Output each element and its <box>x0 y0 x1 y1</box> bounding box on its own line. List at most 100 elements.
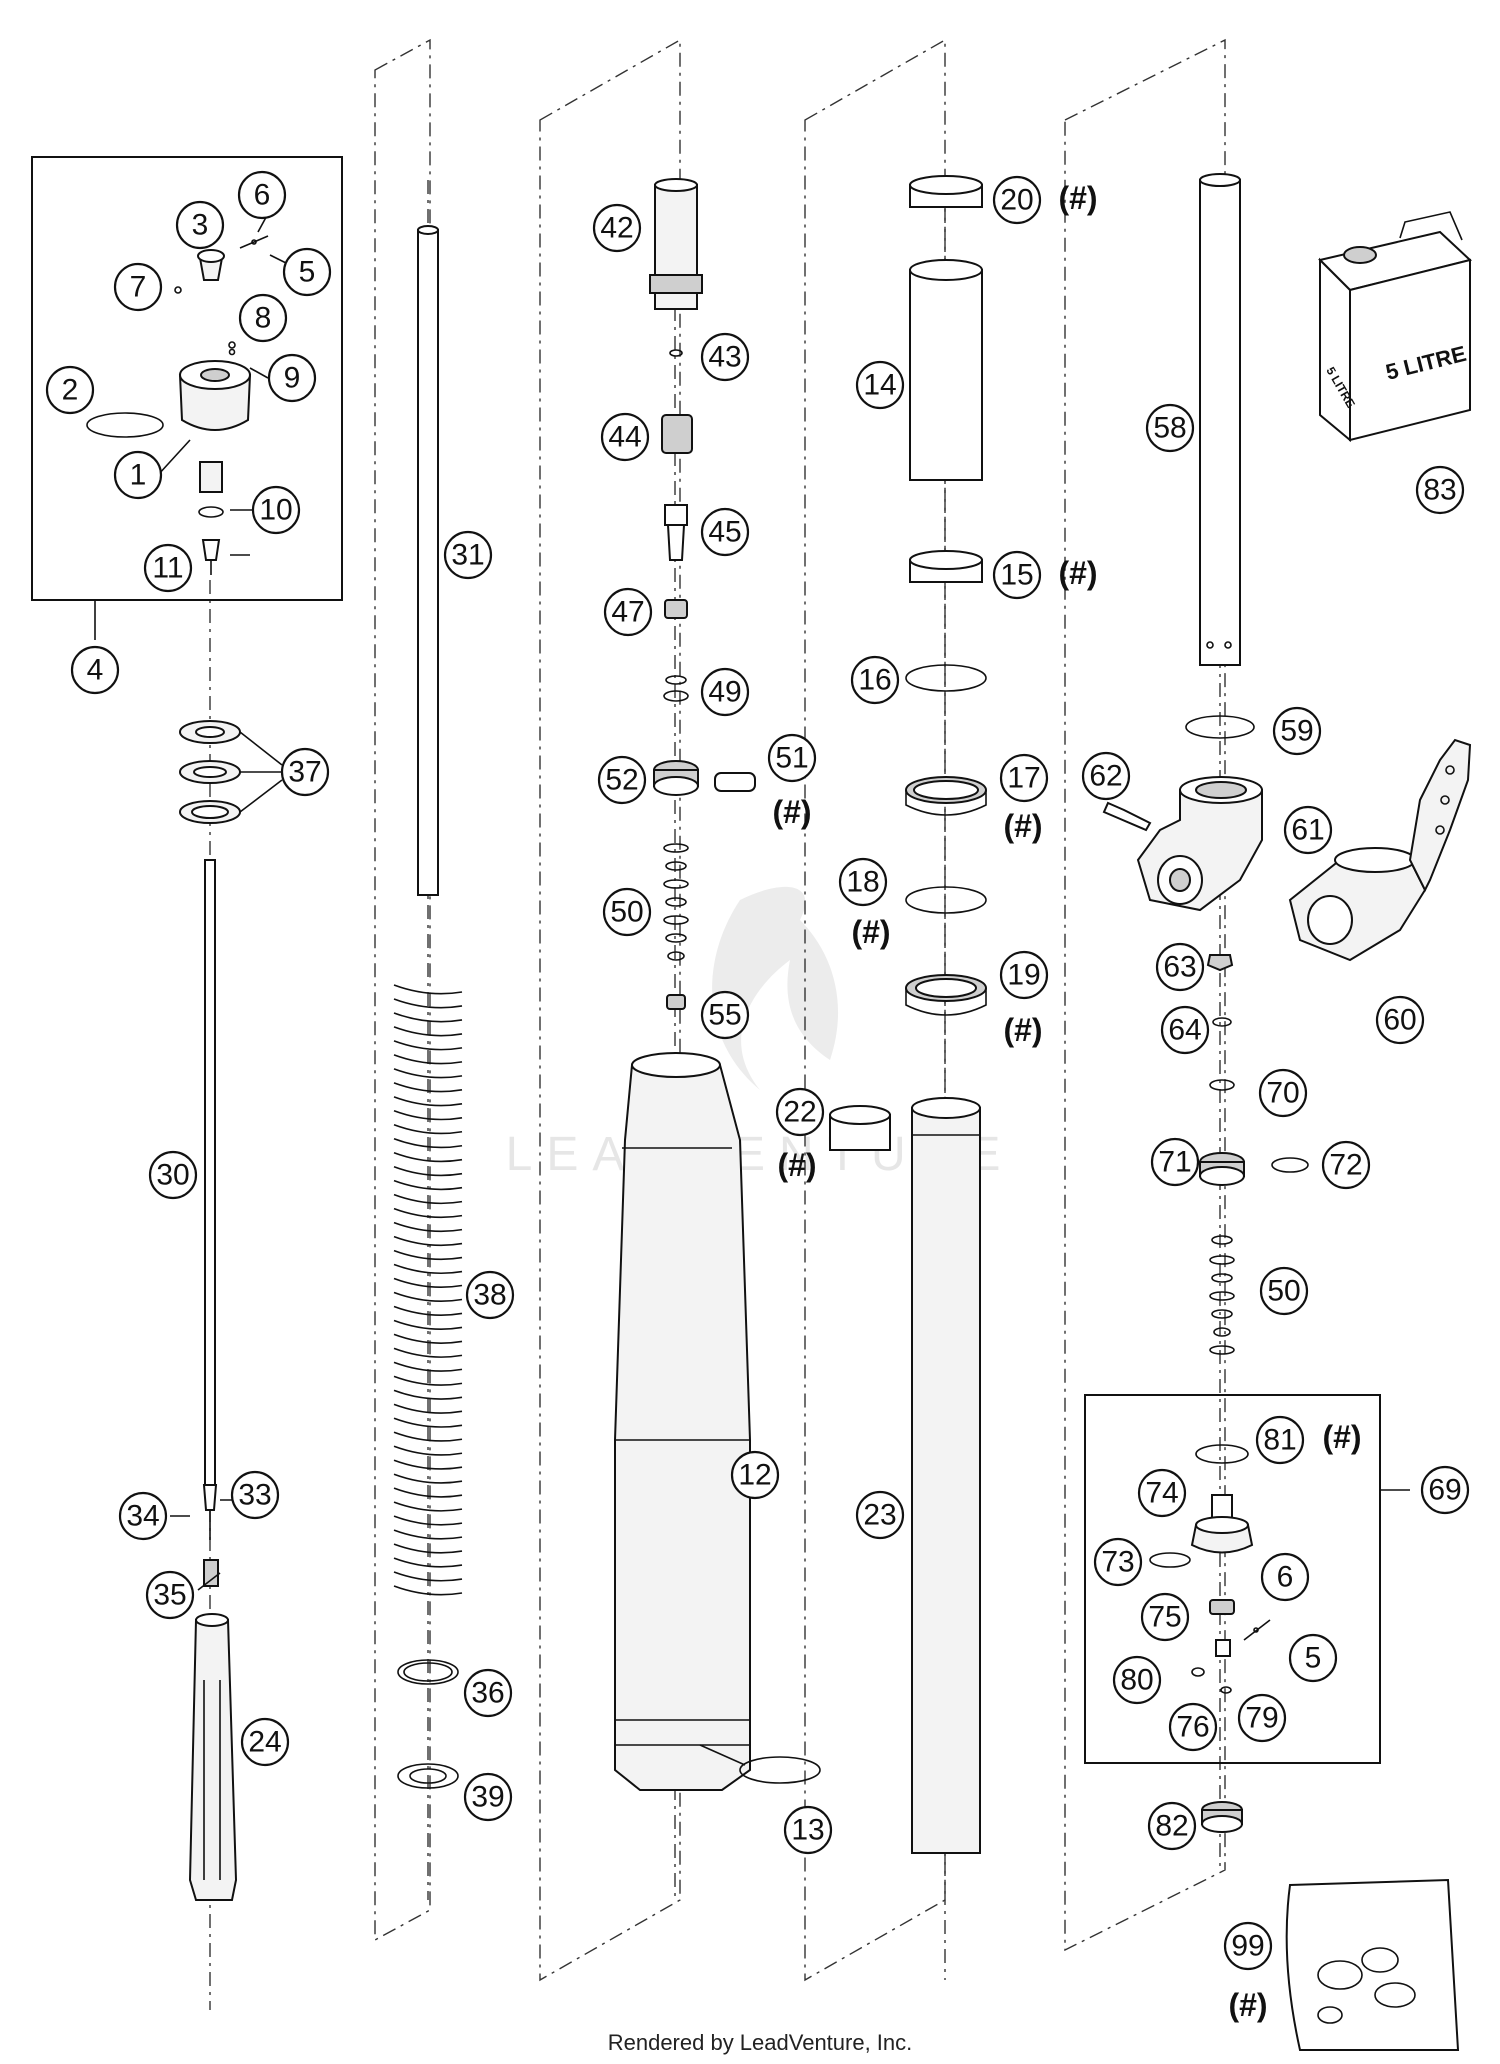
callout-label: 38 <box>473 1279 506 1312</box>
callout-label: 6 <box>254 179 271 212</box>
callout-circle <box>143 543 193 593</box>
callout-label: 8 <box>255 302 272 335</box>
shim-washer <box>1211 1235 1233 1245</box>
callout-label: 70 <box>1266 1077 1299 1110</box>
callout-label: 50 <box>1267 1275 1300 1308</box>
callout-circle <box>992 550 1042 600</box>
callout-circle <box>700 332 750 382</box>
callout-circle <box>855 1490 905 1540</box>
callout-18: 18 <box>838 857 888 907</box>
callout-label: 45 <box>708 516 741 549</box>
callout-label: 1 <box>130 459 147 492</box>
callout-59: 59 <box>1272 706 1322 756</box>
callout-50a: 50 <box>602 887 652 937</box>
callout-circle <box>999 753 1049 803</box>
callout-label: 19 <box>1007 959 1040 992</box>
callout-31: 31 <box>443 530 493 580</box>
callout-label: 13 <box>791 1814 824 1847</box>
callout-14: 14 <box>855 360 905 410</box>
hash-marker-17: (#) <box>1003 808 1042 844</box>
callout-1: 1 <box>113 450 163 500</box>
callout-label: 24 <box>248 1726 281 1759</box>
callout-label: 62 <box>1089 760 1122 793</box>
callout-label: 61 <box>1291 814 1324 847</box>
callout-37: 37 <box>280 747 330 797</box>
callout-circle <box>1255 1415 1305 1465</box>
callout-label: 55 <box>708 999 741 1032</box>
callout-label: 31 <box>451 539 484 572</box>
shim-washer <box>665 933 687 943</box>
callout-39: 39 <box>463 1772 513 1822</box>
callout-45: 45 <box>700 507 750 557</box>
callout-label: 83 <box>1423 474 1456 507</box>
callout-6: 6 <box>237 170 287 220</box>
callout-label: 81 <box>1263 1424 1296 1457</box>
callout-5b: 5 <box>1288 1633 1338 1683</box>
callout-72: 72 <box>1321 1140 1371 1190</box>
callout-label: 37 <box>288 756 321 789</box>
callout-51: 51 <box>767 733 817 783</box>
callout-74: 74 <box>1137 1468 1187 1518</box>
callout-circle <box>602 887 652 937</box>
callout-33: 33 <box>230 1470 280 1520</box>
callout-circle <box>1321 1140 1371 1190</box>
callout-circle <box>1420 1465 1470 1515</box>
hash-marker-99: (#) <box>1228 1987 1267 2023</box>
callout-11: 11 <box>143 543 193 593</box>
callout-label: 43 <box>708 341 741 374</box>
callout-circle <box>1375 995 1425 1045</box>
callout-label: 33 <box>238 1479 271 1512</box>
callout-label: 76 <box>1176 1711 1209 1744</box>
callout-label: 30 <box>156 1159 189 1192</box>
callout-60: 60 <box>1375 995 1425 1045</box>
callout-82: 82 <box>1147 1801 1197 1851</box>
callout-circle <box>282 247 332 297</box>
oil-can: 5 LITRE 5 LITRE <box>1318 211 1473 443</box>
callout-label: 39 <box>471 1781 504 1814</box>
callout-label: 50 <box>610 896 643 929</box>
callout-circle <box>1283 805 1333 855</box>
callout-circle <box>237 170 287 220</box>
callout-5: 5 <box>282 247 332 297</box>
callout-circle <box>280 747 330 797</box>
callout-circle <box>1093 1537 1143 1587</box>
callout-23: 23 <box>855 1490 905 1540</box>
callout-circle <box>1259 1266 1309 1316</box>
shim-washer <box>665 861 687 871</box>
callout-circle <box>1081 751 1131 801</box>
callout-circle <box>45 365 95 415</box>
callout-circle <box>238 293 288 343</box>
hash-marker-51: (#) <box>772 794 811 830</box>
shim-washer <box>663 843 689 853</box>
callout-circle <box>1260 1552 1310 1602</box>
callout-label: 79 <box>1245 1702 1278 1735</box>
callout-label: 22 <box>783 1096 816 1129</box>
column-4-parts <box>905 175 987 1854</box>
footer-text: Rendered by LeadVenture, Inc. <box>608 2030 913 2055</box>
callout-22: 22 <box>775 1087 825 1137</box>
callout-49: 49 <box>700 667 750 717</box>
callout-6b: 6 <box>1260 1552 1310 1602</box>
callout-label: 23 <box>863 1499 896 1532</box>
callout-circle <box>1168 1702 1218 1752</box>
callout-circle <box>600 412 650 462</box>
callout-circle <box>999 950 1049 1000</box>
callout-label: 69 <box>1428 1474 1461 1507</box>
callout-label: 99 <box>1231 1930 1264 1963</box>
callout-label: 14 <box>863 369 896 402</box>
callout-16: 16 <box>850 655 900 705</box>
leader-lines <box>157 209 746 1766</box>
callout-circle <box>1150 1137 1200 1187</box>
callout-circle <box>855 360 905 410</box>
callout-circle <box>70 645 120 695</box>
hash-marker-19: (#) <box>1003 1012 1042 1048</box>
fork-spring <box>393 984 463 1596</box>
callout-label: 80 <box>1120 1664 1153 1697</box>
callout-34: 34 <box>118 1491 168 1541</box>
callout-label: 16 <box>858 664 891 697</box>
callout-24: 24 <box>240 1717 290 1767</box>
callout-9: 9 <box>267 353 317 403</box>
shim-washer <box>665 897 687 907</box>
callout-circle <box>1147 1801 1197 1851</box>
